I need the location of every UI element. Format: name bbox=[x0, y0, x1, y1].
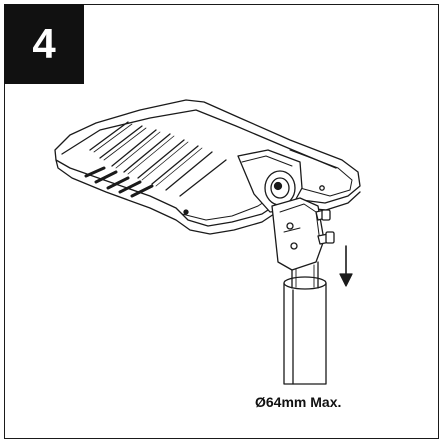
slip-fitter-bracket bbox=[237, 149, 335, 271]
down-arrow-icon bbox=[339, 245, 353, 287]
step-number: 4 bbox=[32, 20, 56, 67]
step-number-badge: 4 bbox=[4, 4, 84, 84]
pole-diameter-caption: Ø64mm Max. bbox=[255, 394, 342, 410]
pole bbox=[283, 276, 327, 385]
